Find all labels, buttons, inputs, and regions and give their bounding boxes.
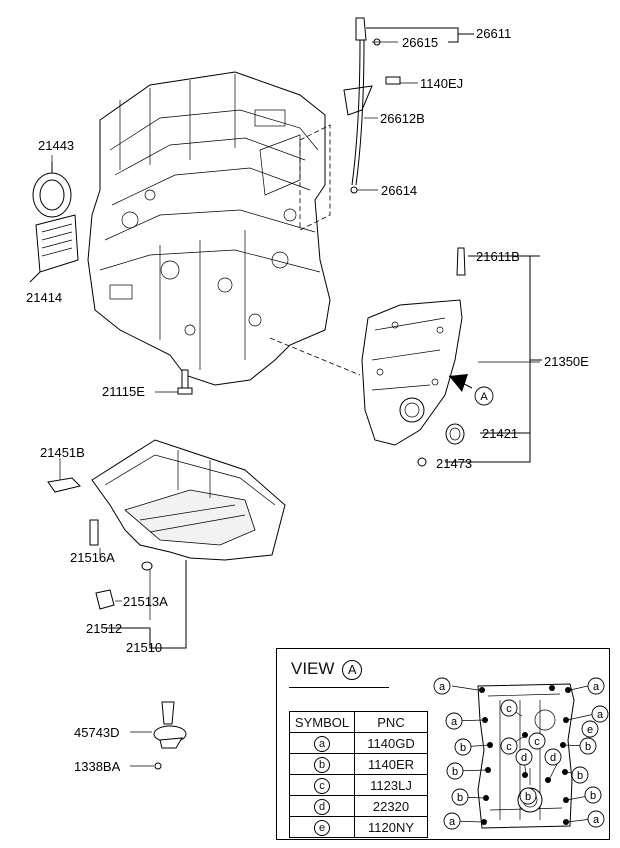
oil-pan — [47, 439, 286, 649]
label-45743D: 45743D — [74, 725, 120, 740]
pnc-cell: 1123LJ — [354, 774, 428, 796]
label-26612B: 26612B — [380, 111, 425, 126]
symbol-circle: b — [314, 756, 330, 773]
callout-label: d — [521, 752, 527, 764]
callout-label: a — [449, 816, 456, 828]
symbol-pnc-table: SYMBOL PNC a 1140GD b 1140ER c 1123LJ d … — [289, 711, 428, 838]
symbol-cell: e — [289, 816, 355, 838]
dipstick-assembly — [343, 17, 474, 194]
view-title-circle: A — [342, 660, 363, 680]
callout-label: a — [593, 681, 600, 693]
callout-label: e — [587, 724, 593, 736]
callout-label: c — [506, 703, 512, 715]
view-ref-letter: A — [480, 391, 488, 403]
callout-label: b — [457, 792, 463, 804]
callout-label: b — [460, 742, 466, 754]
callout-label: a — [597, 709, 604, 721]
header-pnc: PNC — [354, 711, 428, 733]
label-21516A: 21516A — [70, 550, 115, 565]
view-a-callouts: a a a a b b c b c b b b b a a c d e d b — [433, 677, 609, 830]
callout-label: c — [534, 736, 540, 748]
table-row: d 22320 — [289, 795, 428, 817]
callout-label: b — [577, 770, 583, 782]
callout-label: d — [550, 752, 556, 764]
engine-block — [87, 71, 361, 386]
label-21473: 21473 — [436, 456, 472, 471]
symbol-circle: e — [314, 819, 330, 836]
callout-label: a — [439, 681, 446, 693]
symbol-circle: a — [314, 735, 330, 752]
symbol-cell: d — [289, 795, 355, 817]
label-26614: 26614 — [381, 183, 417, 198]
label-21414: 21414 — [26, 290, 62, 305]
label-21443: 21443 — [38, 138, 74, 153]
symbol-circle: d — [314, 798, 330, 815]
oil-level-sensor — [130, 701, 187, 770]
timing-chain-cover — [361, 247, 542, 467]
symbol-cell: b — [289, 753, 355, 775]
table-row: a 1140GD — [289, 732, 428, 754]
label-21512: 21512 — [86, 621, 122, 636]
symbol-circle: c — [314, 777, 330, 794]
callout-label: a — [451, 716, 458, 728]
callout-label: b — [452, 766, 458, 778]
symbol-cell: a — [289, 732, 355, 754]
label-26615: 26615 — [402, 35, 438, 50]
pnc-cell: 1120NY — [354, 816, 428, 838]
view-a-panel: VIEW A SYMBOL PNC a 1140GD b 1140ER c 11… — [276, 648, 610, 840]
label-26611: 26611 — [476, 26, 511, 41]
view-title: VIEW A — [291, 659, 363, 680]
table-header-row: SYMBOL PNC — [289, 711, 428, 733]
label-1338BA: 1338BA — [74, 759, 121, 774]
table-row: c 1123LJ — [289, 774, 428, 796]
label-21611B: 21611B — [476, 249, 520, 264]
leader-lines — [51, 155, 540, 480]
callout-label: b — [590, 790, 596, 802]
callout-label: c — [506, 741, 512, 753]
symbol-cell: c — [289, 774, 355, 796]
callout-label: a — [593, 814, 600, 826]
label-21510: 21510 — [126, 640, 162, 655]
bolt-21115E — [177, 369, 193, 395]
callout-label: b — [585, 741, 591, 753]
pnc-cell: 1140ER — [354, 753, 428, 775]
pnc-cell: 22320 — [354, 795, 428, 817]
table-row: e 1120NY — [289, 816, 428, 838]
callout-label: b — [525, 791, 531, 803]
rear-seal-retainer — [29, 162, 79, 283]
label-21513A: 21513A — [123, 594, 168, 609]
title-underline — [289, 687, 389, 688]
label-21350E: 21350E — [544, 354, 589, 369]
label-21451B: 21451B — [40, 445, 85, 460]
label-21421: 21421 — [482, 426, 518, 441]
pnc-cell: 1140GD — [354, 732, 428, 754]
label-21115E: 21115E — [102, 384, 145, 399]
header-symbol: SYMBOL — [289, 711, 355, 733]
label-1140EJ: 1140EJ — [420, 76, 463, 91]
view-title-text: VIEW — [291, 659, 335, 678]
table-row: b 1140ER — [289, 753, 428, 775]
